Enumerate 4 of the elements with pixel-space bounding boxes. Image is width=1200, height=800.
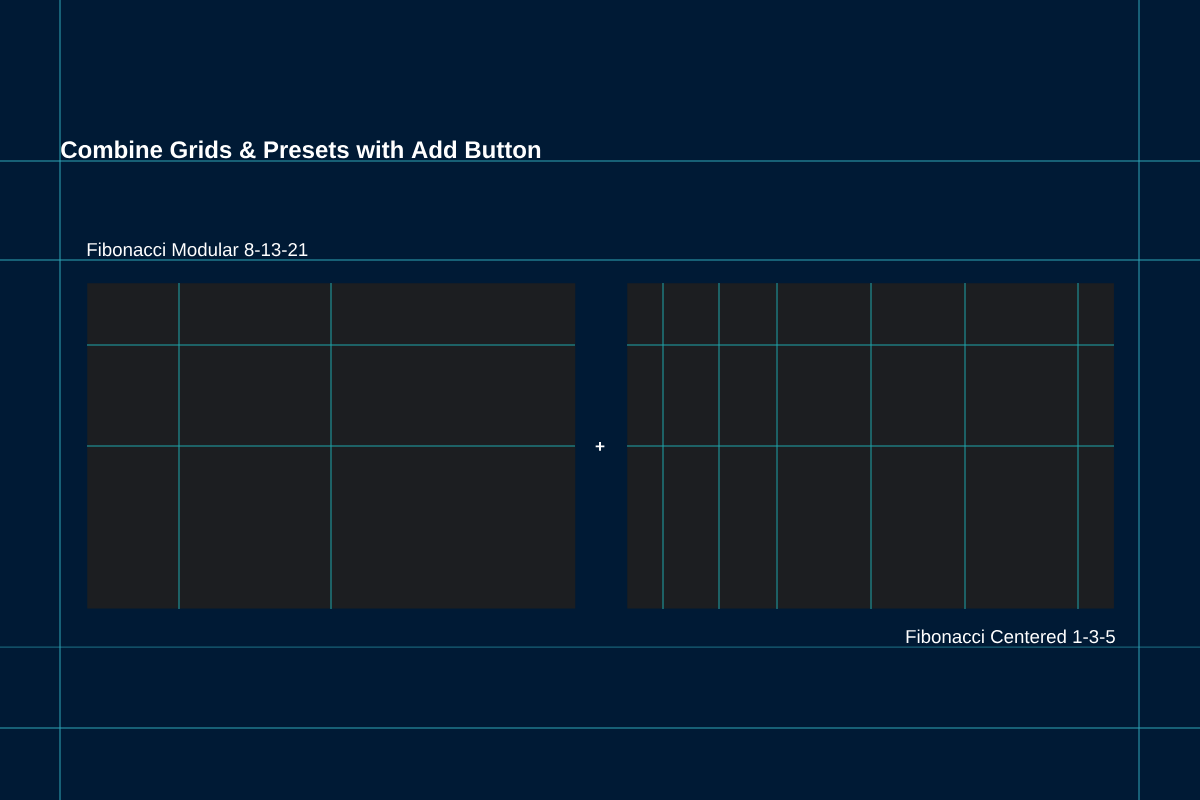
- panel-label: Fibonacci Centered 1-3-5: [906, 629, 1115, 644]
- panel-label: Fibonacci Modular 8-13-21: [87, 242, 308, 257]
- title: Combine Grids & Presets with Add Button: [61, 140, 541, 159]
- plus-sign: +: [595, 441, 605, 451]
